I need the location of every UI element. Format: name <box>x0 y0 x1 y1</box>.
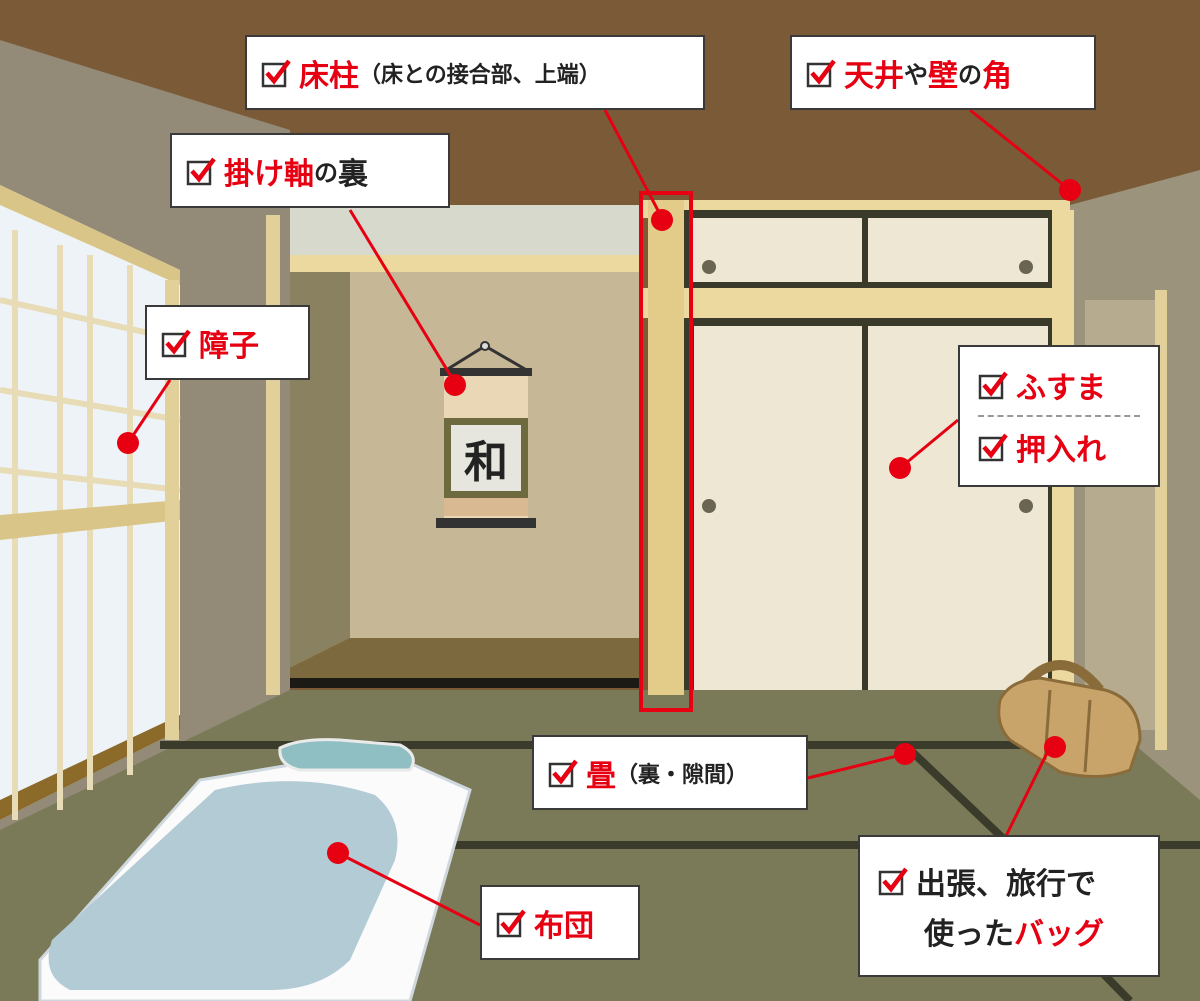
fusuma-text: ふすま <box>1016 371 1106 406</box>
tokobashira-note: （床との接合部、上端） <box>359 62 601 88</box>
bag-text-line1: 出張、旅行で <box>916 867 1096 902</box>
checkbox-check-icon <box>186 157 216 185</box>
futon-text: 布団 <box>534 908 594 944</box>
checkbox-check-icon <box>496 909 526 937</box>
tatami-text: 畳 <box>586 758 616 794</box>
checkbox-check-icon <box>978 433 1008 462</box>
tokobashira-pillar <box>648 200 684 695</box>
label-bag: 出張、旅行で 使った バッグ <box>858 835 1160 977</box>
hanging-scroll-illustration <box>436 341 536 528</box>
kakejiku-back-text: 裏 <box>338 156 368 192</box>
checkbox-check-icon <box>261 59 291 87</box>
no-text: の <box>958 61 982 89</box>
checkbox-check-icon <box>978 371 1008 400</box>
fusuma-row: ふすま <box>978 363 1106 407</box>
label-kakejiku: 掛け軸 の 裏 <box>170 133 450 208</box>
ceiling-text: 天井 <box>844 58 904 94</box>
futon-illustration <box>38 738 472 1001</box>
label-tatami: 畳 （裏・隙間） <box>532 735 808 810</box>
label-fusuma-oshiire: ふすま 押入れ <box>958 345 1160 487</box>
wall-text: 壁 <box>928 58 958 94</box>
tokobashira-text: 床柱 <box>299 58 359 94</box>
marker-dots <box>117 179 1081 864</box>
bag-text-bag: バッグ <box>1014 917 1104 952</box>
ya-text: や <box>904 61 928 89</box>
label-shoji: 障子 <box>145 305 310 380</box>
tokobashira-highlight-box <box>639 191 693 712</box>
kakejiku-text: 掛け軸 <box>224 156 314 192</box>
checkbox-check-icon <box>878 867 908 896</box>
leader-lines <box>126 108 1071 927</box>
checkbox-check-icon <box>161 329 191 357</box>
checkbox-check-icon <box>806 59 836 87</box>
dashed-divider <box>978 415 1140 417</box>
scroll-kanji: 和 <box>464 437 508 488</box>
corner-text: 角 <box>982 58 1012 94</box>
label-futon: 布団 <box>480 885 640 960</box>
bag-text-used: 使った <box>924 917 1014 952</box>
oshiire-text: 押入れ <box>1016 433 1106 468</box>
bag-row-1: 出張、旅行で <box>878 859 1096 903</box>
checkbox-check-icon <box>548 759 578 787</box>
bag-row-2: 使った バッグ <box>924 909 1104 953</box>
shoji-text: 障子 <box>199 328 259 364</box>
travel-bag-illustration <box>997 660 1142 779</box>
label-ceiling-corner: 天井 や 壁 の 角 <box>790 35 1096 110</box>
label-tokobashira: 床柱 （床との接合部、上端） <box>245 35 705 110</box>
kakejiku-no-text: の <box>314 159 338 187</box>
oshiire-row: 押入れ <box>978 425 1106 469</box>
tatami-note: （裏・隙間） <box>616 762 749 788</box>
